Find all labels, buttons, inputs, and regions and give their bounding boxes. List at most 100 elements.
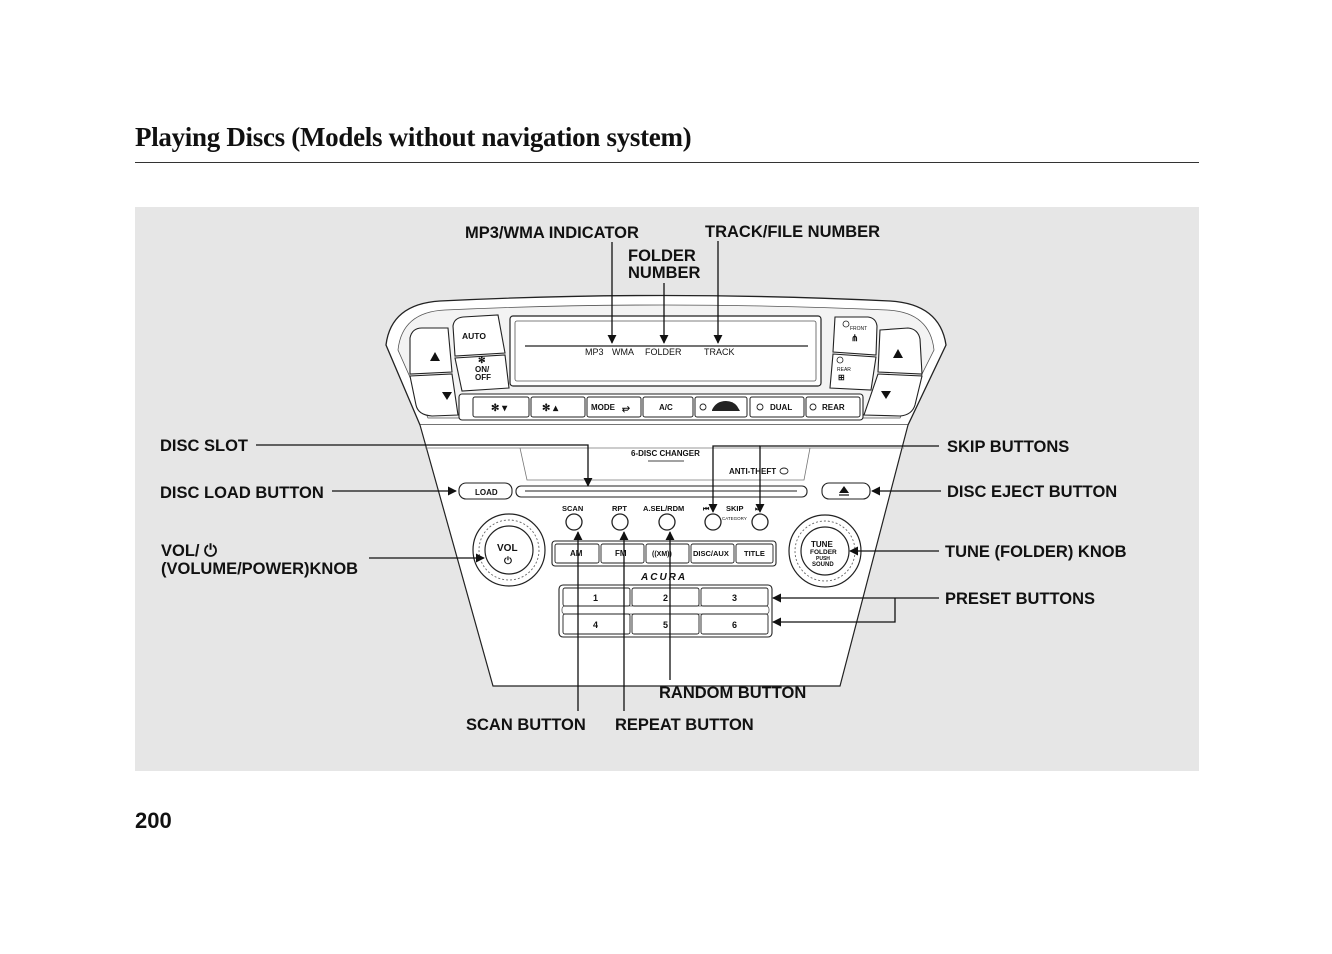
folder-number-callout-line1: FOLDER <box>628 247 696 265</box>
page-number: 200 <box>135 808 172 833</box>
front-defrost-button[interactable]: FRONT ⋔ <box>832 316 878 356</box>
disc-slot-callout: DISC SLOT <box>160 437 248 455</box>
repeat-button[interactable] <box>611 513 629 531</box>
title-button[interactable]: TITLE <box>735 543 774 564</box>
skip-back-button[interactable] <box>704 513 722 531</box>
preset-3-button[interactable]: 3 <box>700 587 769 607</box>
preset-6-button[interactable]: 6 <box>700 613 769 635</box>
fan-up-button[interactable]: ✻ ▴ <box>530 396 586 418</box>
passenger-temp-down-button[interactable] <box>863 373 923 417</box>
scan-button-callout: SCAN BUTTON <box>466 716 586 734</box>
svg-text:1: 1 <box>593 593 598 603</box>
svg-text:AUTO: AUTO <box>462 331 486 341</box>
svg-text:REAR: REAR <box>822 403 845 412</box>
skip-forward-button[interactable] <box>751 513 769 531</box>
title-rule <box>135 162 1199 163</box>
svg-text:SOUND: SOUND <box>812 562 834 568</box>
mode-button[interactable]: MODE ⥂ <box>586 396 642 418</box>
svg-text:PUSH: PUSH <box>816 556 830 562</box>
svg-text:5: 5 <box>663 620 668 630</box>
folder-indicator-text: FOLDER <box>645 347 682 357</box>
driver-temp-down-button[interactable] <box>409 373 459 417</box>
passenger-temp-up-button[interactable] <box>877 327 923 375</box>
random-button[interactable] <box>658 513 676 531</box>
svg-text:✻ ▾: ✻ ▾ <box>491 403 508 414</box>
disc-changer-label: 6-DISC CHANGER <box>631 449 700 458</box>
skip-buttons-callout: SKIP BUTTONS <box>947 438 1069 456</box>
vol-power-knob[interactable]: VOL ⏻ <box>472 513 546 587</box>
svg-text:DUAL: DUAL <box>770 403 792 412</box>
vol-knob-callout-line2: (VOLUME/POWER)KNOB <box>161 560 358 578</box>
dual-button[interactable]: DUAL <box>749 396 805 418</box>
skip-forward-icon: ⏭ <box>755 506 762 513</box>
scan-button[interactable] <box>565 513 583 531</box>
am-button[interactable]: AM <box>554 543 600 564</box>
svg-text:TUNE: TUNE <box>811 540 833 549</box>
wma-indicator-text: WMA <box>612 347 634 357</box>
eject-icon <box>839 486 849 493</box>
svg-text:AM: AM <box>570 549 583 558</box>
recirculation-button[interactable] <box>694 396 748 418</box>
svg-text:((XM)): ((XM)) <box>652 551 672 558</box>
anti-theft-indicator <box>779 467 789 475</box>
svg-text:3: 3 <box>732 593 737 603</box>
recirculation-car-icon <box>712 401 740 411</box>
front-defrost-icon: ⋔ <box>851 333 859 343</box>
auto-button[interactable]: AUTO <box>452 314 506 357</box>
svg-text:FM: FM <box>615 549 627 558</box>
driver-temp-up-button[interactable] <box>409 327 453 375</box>
preset-5-button[interactable]: 5 <box>631 613 700 635</box>
svg-text:FRONT: FRONT <box>850 326 867 332</box>
mode-icon: ⥂ <box>622 403 630 414</box>
rear-defrost-button[interactable]: REAR ⊞ <box>829 353 877 391</box>
xm-button[interactable]: ((XM)) <box>645 543 690 564</box>
ac-button[interactable]: A/C <box>642 396 694 418</box>
tune-folder-knob[interactable]: TUNE FOLDER PUSH SOUND <box>788 514 862 588</box>
preset-2-button[interactable]: 2 <box>631 587 700 607</box>
disc-load-button-callout: DISC LOAD BUTTON <box>160 484 324 502</box>
callout-lines <box>256 241 941 711</box>
skip-label: SKIP <box>726 504 744 513</box>
scan-label: SCAN <box>562 504 583 513</box>
fan-down-button[interactable]: ✻ ▾ <box>472 396 530 418</box>
preset-buttons-callout: PRESET BUTTONS <box>945 590 1095 608</box>
arrow-down-icon <box>442 392 452 400</box>
preset-1-button[interactable]: 1 <box>562 587 631 607</box>
svg-text:REAR: REAR <box>837 367 851 373</box>
tune-folder-knob-callout: TUNE (FOLDER) KNOB <box>945 543 1127 561</box>
disc-eject-button-callout: DISC EJECT BUTTON <box>947 483 1117 501</box>
power-icon: ⏻ <box>204 542 218 560</box>
fan-icon: ✻ <box>478 355 486 365</box>
svg-text:ON/: ON/ <box>475 365 490 374</box>
category-label: CATEGORY <box>722 516 747 521</box>
track-indicator-text: TRACK <box>704 347 735 357</box>
power-icon: ⏻ <box>504 555 512 567</box>
lcd-display: MP3 WMA FOLDER TRACK <box>509 315 822 387</box>
disc-aux-button[interactable]: DISC/AUX <box>690 543 735 564</box>
asel-rdm-label: A.SEL/RDM <box>643 504 684 513</box>
fm-button[interactable]: FM <box>600 543 645 564</box>
svg-text:✻ ▴: ✻ ▴ <box>542 403 559 414</box>
svg-text:2: 2 <box>663 593 668 603</box>
svg-text:FOLDER: FOLDER <box>810 549 837 556</box>
svg-text:TITLE: TITLE <box>744 549 765 558</box>
svg-text:VOL: VOL <box>497 543 518 554</box>
random-button-callout: RANDOM BUTTON <box>659 684 806 702</box>
vol-knob-callout-line1: VOL/ <box>161 542 200 560</box>
disc-slot[interactable] <box>515 485 808 498</box>
repeat-button-callout: REPEAT BUTTON <box>615 716 754 734</box>
svg-text:LOAD: LOAD <box>475 488 498 497</box>
preset-4-button[interactable]: 4 <box>562 613 631 635</box>
svg-text:MODE: MODE <box>591 403 616 412</box>
rear-defrost-icon: ⊞ <box>838 373 845 382</box>
load-button[interactable]: LOAD <box>458 482 513 500</box>
eject-button[interactable] <box>821 482 871 500</box>
anti-theft-label: ANTI-THEFT <box>729 467 776 476</box>
svg-text:DISC/AUX: DISC/AUX <box>693 549 729 558</box>
svg-text:6: 6 <box>732 620 737 630</box>
arrow-up-icon <box>430 352 440 361</box>
rear-button[interactable]: REAR <box>805 396 861 418</box>
fan-on-off-button[interactable]: ✻ ON/ OFF <box>454 354 510 392</box>
folder-number-callout-line2: NUMBER <box>628 264 700 282</box>
